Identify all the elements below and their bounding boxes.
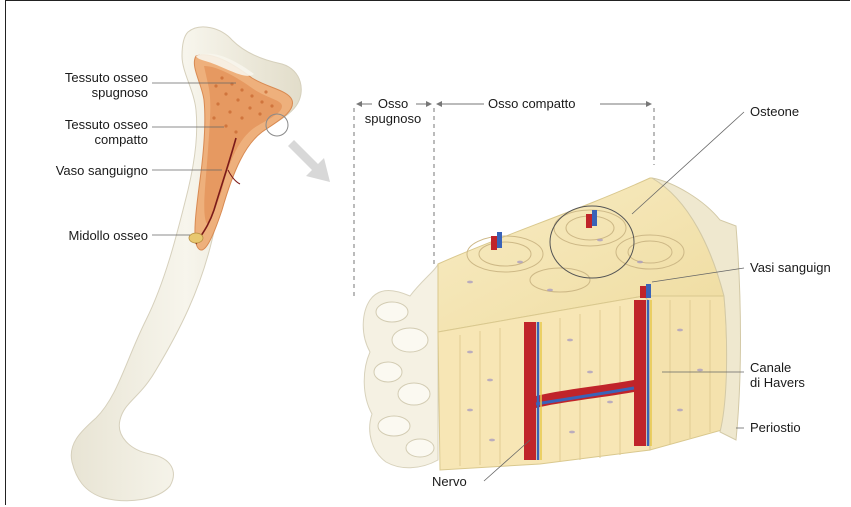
label-canale-havers-line1: Canale bbox=[750, 360, 805, 375]
label-canale-havers-line2: di Havers bbox=[750, 375, 805, 390]
label-tessuto-spugnoso-line2: spugnoso bbox=[30, 85, 148, 100]
label-osso-spugnoso-line1: Osso bbox=[354, 96, 432, 111]
label-tessuto-compatto: Tessuto osseo compatto bbox=[30, 117, 148, 147]
label-osso-compatto: Osso compatto bbox=[488, 96, 575, 111]
label-canale-havers: Canale di Havers bbox=[750, 360, 805, 390]
label-tessuto-compatto-line2: compatto bbox=[30, 132, 148, 147]
label-periostio: Periostio bbox=[750, 420, 801, 435]
label-osso-spugnoso: Osso spugnoso bbox=[354, 96, 432, 126]
label-tessuto-compatto-line1: Tessuto osseo bbox=[30, 117, 148, 132]
label-tessuto-spugnoso: Tessuto osseo spugnoso bbox=[30, 70, 148, 100]
label-osteone: Osteone bbox=[750, 104, 799, 119]
label-vasi-sanguigni: Vasi sanguign bbox=[750, 260, 831, 275]
magnify-arrow bbox=[288, 140, 330, 182]
label-osso-spugnoso-line2: spugnoso bbox=[354, 111, 432, 126]
label-vaso-sanguigno: Vaso sanguigno bbox=[20, 163, 148, 178]
label-tessuto-spugnoso-line1: Tessuto osseo bbox=[30, 70, 148, 85]
label-nervo: Nervo bbox=[432, 474, 467, 489]
bone-block bbox=[363, 178, 740, 470]
label-midollo-osseo: Midollo osseo bbox=[30, 228, 148, 243]
